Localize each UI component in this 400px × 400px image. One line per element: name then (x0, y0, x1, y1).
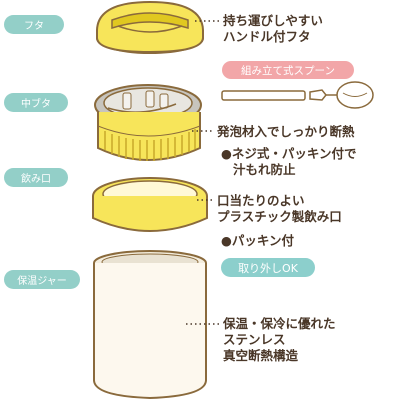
callout-jar-line-3: 真空断熱構造 (223, 348, 299, 363)
callout-lid-line-2: ハンドル付フタ (223, 29, 311, 44)
jar-illustration (93, 250, 207, 400)
callout-mouth-1: 口当たりのよい プラスチック製飲み口 (217, 193, 342, 225)
callout-inner-lid-2-line-1: ●ネジ式・パッキン付で (221, 146, 357, 161)
callout-jar: 保温・保冷に優れた ステンレス 真空断熱構造 (223, 316, 336, 364)
removable-badge: 取り外しOK (221, 258, 315, 277)
mouth-illustration (92, 177, 208, 232)
callout-mouth-2: ●パッキン付 (221, 233, 295, 248)
inner-lid-illustration (94, 84, 202, 161)
callout-jar-line-2: ステンレス (223, 332, 286, 347)
part-label-mouth: 飲み口 (4, 168, 68, 187)
part-label-lid: フタ (4, 15, 64, 34)
callout-mouth-1-line-1: 口当たりのよい (217, 193, 305, 208)
part-label-jar: 保温ジャー (4, 270, 80, 289)
lid-illustration (96, 0, 204, 54)
callout-mouth-1-line-2: プラスチック製飲み口 (217, 209, 342, 224)
leader-lines (186, 20, 221, 325)
callout-inner-lid-1: 発泡材入でしっかり断熱 (217, 124, 355, 140)
callout-inner-lid-1-text: 発泡材入でしっかり断熱 (217, 124, 355, 139)
callout-jar-line-1: 保温・保冷に優れた (223, 316, 336, 331)
spoon-illustration (221, 81, 374, 109)
part-label-inner-lid: 中ブタ (4, 93, 68, 112)
callout-mouth-2-text: パッキン付 (231, 233, 295, 248)
callout-lid-line-1: 持ち運びしやすい (223, 13, 323, 28)
callout-inner-lid-2: ●ネジ式・パッキン付で 汁もれ防止 (221, 146, 357, 178)
callout-inner-lid-2-line-2: 汁もれ防止 (233, 162, 296, 177)
callout-lid: 持ち運びしやすい ハンドル付フタ (223, 13, 323, 45)
spoon-badge: 組み立て式スプーン (222, 61, 354, 79)
